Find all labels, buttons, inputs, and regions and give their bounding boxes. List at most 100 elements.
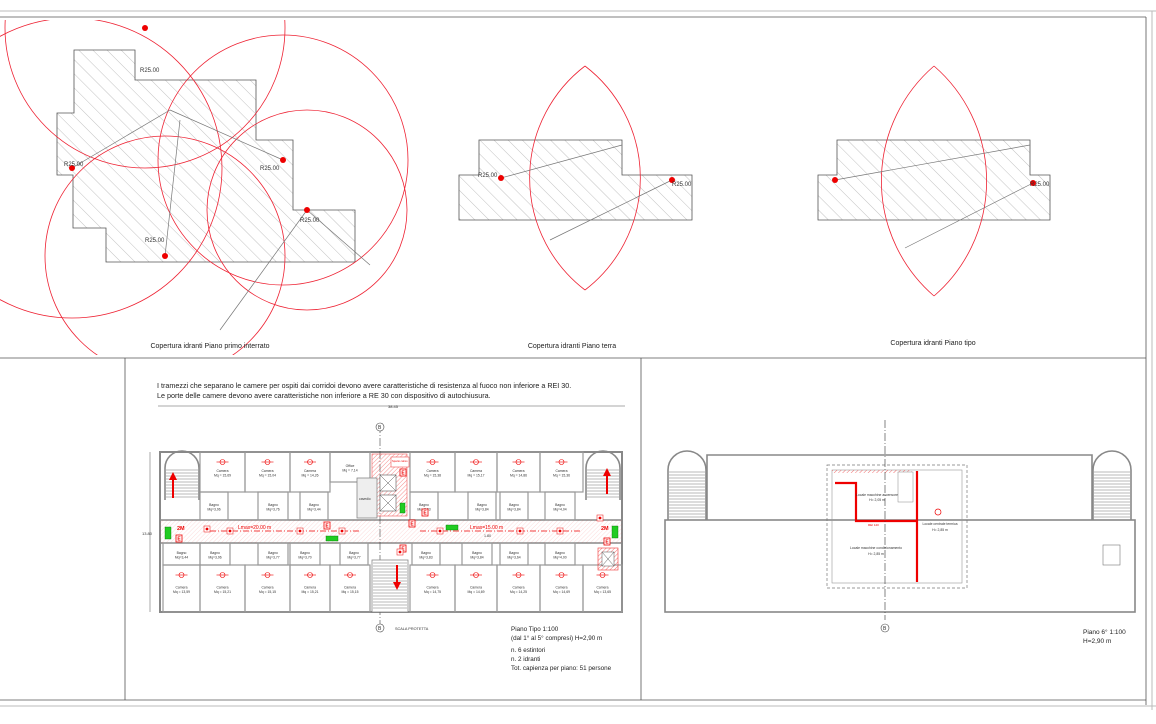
room-area: Mq=3,64 (507, 556, 520, 560)
room-area: Mq=3,70 (298, 556, 311, 560)
spazio-calmo-label: Spazio calmo (392, 459, 408, 463)
room-area: Mq=3,77 (347, 556, 360, 560)
radius-label: R25.00 (478, 173, 498, 179)
caption-ground: Copertura idranti Piano terra (528, 343, 616, 350)
room-area: Mq = 15,15 (259, 590, 276, 594)
room-height: H= 2,85 m (932, 528, 948, 532)
room-outline (467, 491, 497, 521)
room-area: Mq = 15,04 (259, 474, 276, 478)
plan-6-title: Piano 6° 1:100 (1083, 628, 1126, 636)
radius-label: R25.00 (260, 166, 280, 172)
extinguisher-label: 2M (601, 526, 609, 532)
hydrant-coverage-typical: R25.00 Copertura idranti Piano tipo (817, 65, 1051, 347)
room-outline (499, 491, 529, 521)
room-name: Camera (344, 586, 356, 590)
legend-extinguishers: n. 6 estintori (511, 647, 545, 654)
room-name: Camera (512, 586, 524, 590)
room-area: Mq = 15,21 (301, 590, 318, 594)
room-outline (329, 451, 371, 483)
room-area: Mq = 7,14 (342, 469, 357, 473)
room-name: Bagno (209, 503, 219, 507)
room-name: Bagno (472, 551, 482, 555)
room-name: Locale centrale termica (922, 522, 957, 526)
exit-sign-icon (323, 521, 331, 530)
hydrant-coverage-ground: R25.00 R25.00 Copertura idranti Piano te… (458, 65, 693, 350)
room-name: Office (346, 464, 355, 468)
note-partitions: I tramezzi che separano le camere per os… (157, 381, 571, 390)
room-name: Bagno (421, 551, 431, 555)
room-name: Bagno (509, 551, 519, 555)
room-area: Mq = 15,17 (467, 474, 484, 478)
note-doors: Le porte delle camere devono avere carat… (157, 391, 491, 400)
room-name: Camera (304, 469, 316, 473)
cavedio-label: cavedio (359, 497, 371, 501)
room-area: Mq = 13,59 (173, 590, 190, 594)
dim-corridor: 1.80 (484, 534, 491, 538)
exit-label: E (325, 524, 329, 530)
room-name: Bagno (177, 551, 187, 555)
caption-typical: Copertura idranti Piano tipo (890, 340, 975, 347)
exit-sign-icon (399, 468, 407, 477)
radius-label: R25.00 (145, 238, 165, 244)
exit-sign-icon (408, 519, 416, 528)
room-outline (199, 491, 229, 521)
room-name: Bagno (268, 503, 278, 507)
room-area: Mq = 14,69 (553, 590, 570, 594)
extinguisher-label: 2M (177, 526, 185, 532)
radius-label: R25.00 (300, 218, 320, 224)
room-area: Mq = 14,86 (510, 474, 527, 478)
room-name: Bagno (309, 503, 319, 507)
exit-label: E (605, 540, 609, 546)
room-outline (409, 491, 439, 521)
room-name: Camera (175, 586, 187, 590)
room-area: Mq = 14,75 (424, 590, 441, 594)
room-name: Bagno (349, 551, 359, 555)
exit-label: E (401, 547, 405, 553)
room-height: H= 2,05 m (869, 498, 885, 502)
room-outline (329, 564, 371, 613)
radius-label: R25.00 (1030, 182, 1050, 188)
room-area: Mq=3,84 (507, 508, 520, 512)
room-outline (544, 491, 576, 521)
room-area: Mq=4,00 (553, 556, 566, 560)
room-name: Bagno (210, 551, 220, 555)
room-name: Camera (470, 469, 482, 473)
room-name: Bagno (477, 503, 487, 507)
room-area: Mq=3,44 (307, 508, 320, 512)
room-area: Mq = 15,21 (214, 590, 231, 594)
axis-marker-top: B (378, 425, 382, 431)
room-name: Camera (426, 586, 438, 590)
room-name: Camera (555, 469, 567, 473)
sheet-frame (0, 10, 1156, 710)
room-area: Mq=3,84 (470, 556, 483, 560)
room-name: Camera (596, 586, 608, 590)
room-name: Camera (216, 586, 228, 590)
axis-marker: B (883, 626, 887, 632)
exit-sign-icon (421, 508, 429, 517)
room-area: Mq = 14,69 (467, 590, 484, 594)
legend-title: Piano Tipo 1:100 (511, 626, 559, 633)
legend-capacity: Tot. capienza per piano: 51 persone (511, 665, 612, 672)
plan-6-height: H=2,90 m (1083, 638, 1111, 645)
axis-marker-bottom: B (378, 626, 382, 632)
room-name: Bagno (268, 551, 278, 555)
exit-label: E (177, 537, 181, 543)
room-name: Bagno (300, 551, 310, 555)
room-area: Mq = 13,65 (594, 590, 611, 594)
room-area: Mq = 14,25 (510, 590, 527, 594)
room-name: Camera (261, 469, 273, 473)
room-area: Mq = 15,15 (341, 590, 358, 594)
lmax-right: Lmax=15.00 m (470, 525, 503, 531)
radius-label: R25.00 (672, 182, 692, 188)
room-area: Mq = 15,38 (424, 474, 441, 478)
floor-plan-sixth: B REI 120 Locale macchine ascensore H= 2… (664, 420, 1136, 645)
room-area: Mq=3,77 (266, 556, 279, 560)
room-area: Mq=3,76 (266, 508, 279, 512)
caption-basement: Copertura idranti Piano primo interrato (150, 343, 269, 350)
exit-label: E (410, 522, 414, 528)
room-name: Locale macchine ascensore (856, 493, 898, 497)
exit-label: E (401, 471, 405, 477)
room-area: Mq=3,96 (208, 556, 221, 560)
